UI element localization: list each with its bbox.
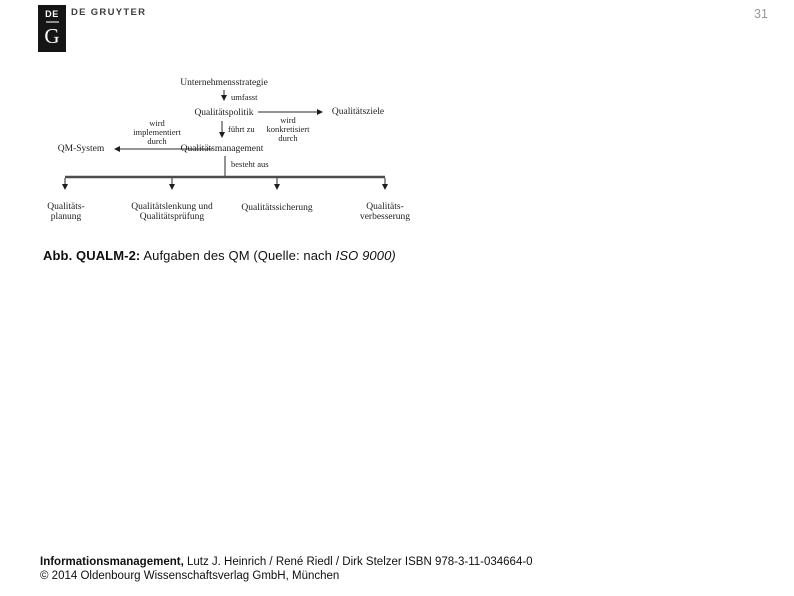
node-qualitaetsziele: Qualitätsziele — [331, 107, 385, 117]
caption-body: Aufgaben des QM (Quelle: nach — [140, 248, 336, 263]
imprint-line-1: Informationsmanagement, Lutz J. Heinrich… — [40, 555, 533, 569]
edge-label-wird-implementiert-durch: wird implementiert durch — [133, 118, 181, 146]
de-gruyter-logo: DE G — [38, 5, 66, 52]
node-unternehmensstrategie: Unternehmensstrategie — [180, 78, 268, 88]
node-qualitaetsmanagement: Qualitätsmanagement — [180, 144, 264, 154]
logo-g-letter: G — [44, 24, 60, 48]
imprint-copyright: © 2014 Oldenbourg Wissenschaftsverlag Gm… — [40, 570, 340, 582]
edge-label-wird-konkretisiert-durch: wird konkretisiert durch — [266, 115, 310, 143]
edge-label-umfasst: umfasst — [231, 92, 258, 102]
edge-label-besteht-aus: besteht aus — [231, 159, 269, 169]
imprint: Informationsmanagement, Lutz J. Heinrich… — [40, 555, 533, 583]
figure-caption: Abb. QUALM-2: Aufgaben des QM (Quelle: n… — [43, 248, 396, 263]
caption-label: Abb. QUALM-2: — [43, 248, 141, 263]
node-qm-system: QM-System — [57, 144, 105, 154]
book-authors-isbn: Lutz J. Heinrich / René Riedl / Dirk Ste… — [183, 556, 533, 568]
node-qualitaetssicherung: Qualitätssicherung — [241, 203, 313, 213]
publisher-name: DE GRUYTER — [71, 7, 147, 18]
node-qualitaetsplanung: Qualitäts- planung — [47, 202, 85, 222]
book-title: Informationsmanagement, — [40, 556, 184, 568]
node-qualitaetspolitik: Qualitätspolitik — [194, 108, 254, 118]
logo-divider — [45, 21, 59, 23]
node-qualitaetsverbesserung: Qualitäts- verbesserung — [359, 202, 411, 222]
caption-source: ISO 9000) — [335, 248, 396, 263]
logo-de-text: DE — [45, 9, 59, 19]
page-number: 31 — [754, 7, 768, 21]
node-qualitaetslenkung-pruefung: Qualitätslenkung und Qualitätsprüfung — [131, 202, 213, 222]
edge-label-fuehrt-zu: führt zu — [228, 124, 255, 134]
